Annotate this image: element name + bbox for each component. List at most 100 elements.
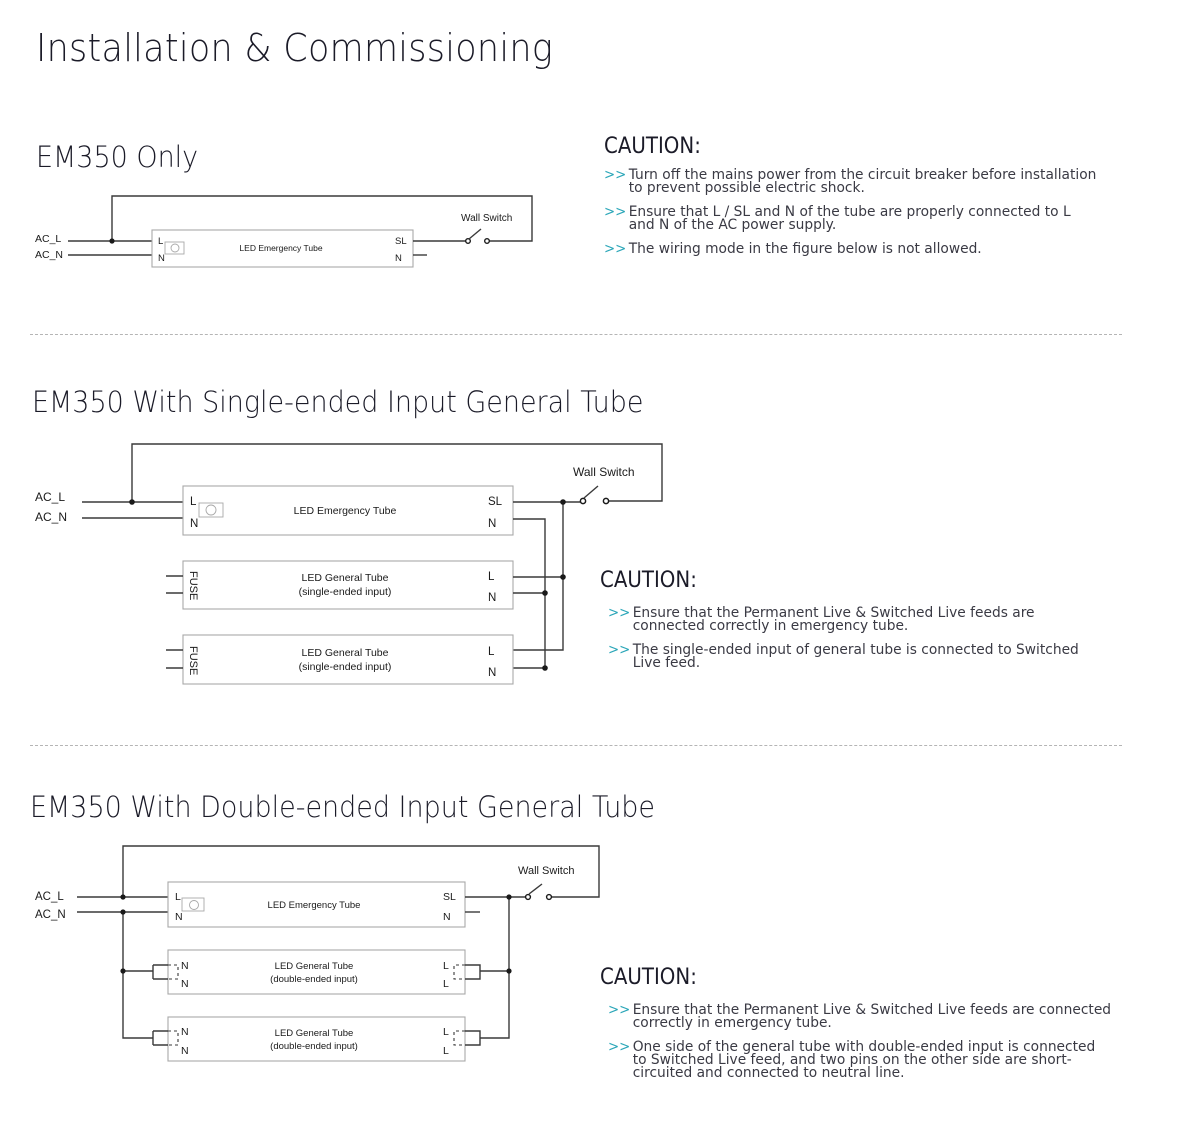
short-circuit-bridge xyxy=(152,964,168,980)
junction-dot xyxy=(542,590,548,596)
wire-permanent-live-loop xyxy=(122,845,600,898)
chevron-right-icon: >> xyxy=(608,1002,631,1018)
caution-title: CAUTION: xyxy=(604,134,701,159)
pin-label: L xyxy=(488,571,495,583)
pin-label: L xyxy=(443,978,449,990)
section-divider xyxy=(30,745,1122,746)
wall-switch-label: Wall Switch xyxy=(461,213,512,224)
emergency-tube-box xyxy=(182,485,514,536)
fuse-label: FUSE xyxy=(187,571,199,600)
wire-fuse-stub xyxy=(166,575,183,594)
caution-block-1: CAUTION: >>Turn off the mains power from… xyxy=(604,134,1124,267)
caution-item: >>The wiring mode in the figure below is… xyxy=(604,241,982,257)
junction-dot xyxy=(120,894,126,900)
junction-dot xyxy=(560,574,566,580)
wall-switch-icon xyxy=(468,228,482,240)
wire-switched-live-bus xyxy=(480,897,510,1039)
caution-title: CAUTION: xyxy=(600,965,697,990)
pin-label: N xyxy=(181,1045,189,1057)
wall-switch-icon xyxy=(528,883,543,895)
short-circuit-bridge xyxy=(152,1030,168,1046)
general-tube-label: LED General Tube xyxy=(275,961,354,972)
pin-label: N xyxy=(488,667,496,679)
pin-label: L xyxy=(443,960,449,972)
pin-label: SL xyxy=(395,236,407,247)
chevron-right-icon: >> xyxy=(604,241,627,257)
emergency-tube-box xyxy=(167,881,466,928)
page-title: Installation & Commissioning xyxy=(36,26,554,70)
junction-dot xyxy=(506,968,512,974)
general-tube-label: LED General Tube xyxy=(302,572,389,584)
junction-dot xyxy=(120,909,126,915)
pin-label: SL xyxy=(443,891,456,903)
indicator-icon xyxy=(164,241,185,255)
caution-block-3: CAUTION: >>Ensure that the Permanent Liv… xyxy=(600,965,1140,1091)
wiring-diagram-em350-only: AC_L AC_N L N LED Emergency Tube SL N Wa… xyxy=(35,195,533,268)
wiring-diagram-single-ended: AC_L AC_N L N LED Emergency Tube SL N Wa… xyxy=(35,443,663,685)
pin-label: L xyxy=(443,1026,449,1038)
switch-contact xyxy=(484,238,491,245)
pin-label: N xyxy=(443,911,451,923)
wire-fuse-stub xyxy=(166,649,183,669)
emergency-tube-box xyxy=(151,229,414,268)
chevron-right-icon: >> xyxy=(604,167,627,183)
pin-label: L xyxy=(190,496,197,508)
chevron-right-icon: >> xyxy=(604,204,627,220)
chevron-right-icon: >> xyxy=(608,605,631,621)
input-label-ac-n: AC_N xyxy=(35,909,66,921)
wire-permanent-live-loop xyxy=(111,195,533,242)
junction-dot xyxy=(560,499,566,505)
caution-item: >>The single-ended input of general tube… xyxy=(608,642,1079,671)
wall-switch-label: Wall Switch xyxy=(573,465,635,479)
pin-label: N xyxy=(488,592,496,604)
chevron-right-icon: >> xyxy=(608,642,631,658)
caution-title: CAUTION: xyxy=(600,568,697,593)
emergency-tube-label: LED Emergency Tube xyxy=(239,243,322,253)
pin-label: SL xyxy=(488,496,503,508)
pin-label: N xyxy=(181,1026,189,1038)
wall-switch-label: Wall Switch xyxy=(518,865,574,877)
section-title-double-ended: EM350 With Double-ended Input General Tu… xyxy=(30,790,656,824)
chevron-right-icon: >> xyxy=(608,1039,631,1055)
pin-label: N xyxy=(175,911,183,923)
pin-label: L xyxy=(443,1045,449,1057)
switch-contact xyxy=(465,238,472,245)
pin-label: N xyxy=(395,253,402,264)
general-tube-box xyxy=(182,634,514,685)
input-label-ac-l: AC_L xyxy=(35,891,64,903)
input-label-ac-n: AC_N xyxy=(35,510,67,524)
input-label-ac-l: AC_L xyxy=(35,490,65,504)
emergency-tube-label: LED Emergency Tube xyxy=(294,505,397,517)
caution-list: >>Ensure that the Permanent Live & Switc… xyxy=(608,1002,1140,1081)
caution-block-2: CAUTION: >>Ensure that the Permanent Liv… xyxy=(600,568,1120,681)
junction-dot xyxy=(129,499,135,505)
pin-label: L xyxy=(175,891,181,903)
indicator-icon xyxy=(198,502,224,518)
pin-label: L xyxy=(488,646,495,658)
junction-dot xyxy=(506,894,512,900)
pin-dashed-connector xyxy=(453,964,465,980)
general-tube-label: LED General Tube xyxy=(302,647,389,659)
pin-label: L xyxy=(158,236,163,247)
caution-item: >>Turn off the mains power from the circ… xyxy=(604,167,1097,196)
junction-dot xyxy=(542,665,548,671)
indicator-icon xyxy=(181,897,205,912)
indicator-lamp-icon xyxy=(205,504,217,516)
caution-list: >>Turn off the mains power from the circ… xyxy=(604,167,1124,257)
pin-label: N xyxy=(181,978,189,990)
fuse-label: FUSE xyxy=(187,646,199,675)
wire-switched-live-bus xyxy=(513,502,564,651)
caution-list: >>Ensure that the Permanent Live & Switc… xyxy=(608,605,1120,671)
general-tube-box xyxy=(167,949,466,995)
general-tube-sublabel: (single-ended input) xyxy=(299,586,392,598)
wire-neutral-bus xyxy=(122,912,153,1039)
general-tube-box xyxy=(167,1016,466,1062)
switch-contact xyxy=(545,893,553,901)
section-title-single-ended: EM350 With Single-ended Input General Tu… xyxy=(32,385,644,419)
general-tube-sublabel: (double-ended input) xyxy=(270,974,358,985)
pin-dashed-connector xyxy=(453,1030,465,1046)
indicator-lamp-icon xyxy=(170,243,180,253)
section-title-em350-only: EM350 Only xyxy=(36,140,199,174)
pin-label: N xyxy=(190,518,198,530)
junction-dot xyxy=(120,968,126,974)
